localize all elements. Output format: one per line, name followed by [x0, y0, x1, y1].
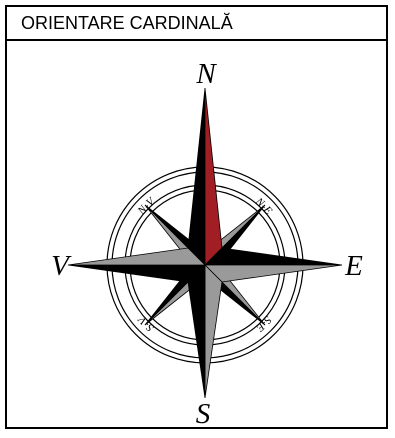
label-north: N — [195, 58, 217, 90]
north-arrow-right — [205, 88, 222, 265]
south-arrow-right — [205, 265, 222, 398]
label-east: E — [344, 250, 363, 282]
label-south: S — [196, 398, 211, 430]
east-arrow-bottom — [205, 265, 342, 282]
west-arrow-top — [68, 248, 205, 265]
south-arrow-left — [188, 265, 205, 398]
west-arrow-bottom — [68, 265, 205, 282]
east-arrow-top — [205, 248, 342, 265]
north-arrow-left — [188, 88, 205, 265]
label-west: V — [51, 250, 72, 282]
